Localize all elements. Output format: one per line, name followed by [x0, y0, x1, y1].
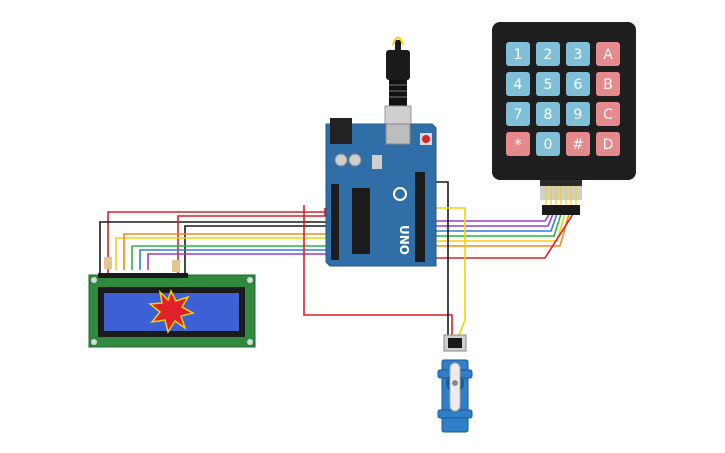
keypad-wires	[430, 212, 574, 259]
servo-wire-yellow	[428, 207, 466, 339]
keypad-key-label: B	[603, 77, 613, 93]
keypad-key-label: 7	[514, 107, 523, 123]
keypad-key[interactable]	[596, 132, 620, 156]
lcd-module[interactable]	[88, 257, 256, 348]
keypad-key[interactable]	[506, 102, 530, 126]
lcd-wire-green	[131, 245, 330, 270]
keypad-wire-red	[430, 213, 574, 259]
keypad-key-label: D	[603, 137, 614, 153]
keypad-key[interactable]	[596, 72, 620, 96]
keypad-key[interactable]	[506, 42, 530, 66]
keypad-key[interactable]	[566, 102, 590, 126]
keypad-key[interactable]	[566, 42, 590, 66]
keypad-key[interactable]	[536, 132, 560, 156]
keypad-key[interactable]	[536, 72, 560, 96]
lcd-wire-blue	[139, 249, 330, 270]
keypad-wire-blue	[430, 213, 558, 232]
arduino-board[interactable]: UNO	[325, 118, 437, 267]
keypad-key[interactable]	[566, 132, 590, 156]
keypad-key[interactable]	[596, 42, 620, 66]
lcd-wire-yellow	[115, 237, 330, 270]
lcd-wire-black-2	[184, 225, 330, 276]
servo-wire-red	[303, 205, 453, 338]
keypad-key-label: 4	[514, 77, 523, 93]
keypad-keys: 1 2 3 A 4 5 6 B 7 8 9 C * 0 # D	[506, 42, 620, 156]
arduino-logo-text: UNO	[397, 225, 411, 255]
keypad-key-label: 8	[544, 107, 553, 123]
keypad-key[interactable]	[506, 132, 530, 156]
keypad-wire-green	[430, 213, 562, 237]
servo-motor[interactable]	[437, 334, 473, 433]
keypad-wire-yellow	[430, 213, 566, 242]
lcd-wire-purple	[147, 253, 330, 270]
keypad-key[interactable]	[596, 102, 620, 126]
keypad-key-label: 3	[574, 47, 583, 63]
keypad-key-label: *	[515, 137, 522, 153]
keypad-connector	[540, 186, 582, 215]
keypad-wire-purple	[430, 212, 551, 222]
keypad-key[interactable]	[536, 42, 560, 66]
arduino-infinity-icon	[393, 187, 407, 201]
keypad-key-label: #	[572, 137, 584, 153]
keypad-key[interactable]	[566, 72, 590, 96]
lcd-burst-icon	[148, 289, 196, 334]
keypad-key-label: 2	[544, 47, 553, 63]
lcd-wire-red-2	[177, 208, 326, 276]
keypad-wire-purple-2	[430, 213, 554, 227]
usb-cable	[384, 36, 412, 129]
keypad-key[interactable]	[536, 102, 560, 126]
keypad-key-label: 5	[544, 77, 553, 93]
keypad-key-label: 9	[574, 107, 583, 123]
keypad-key-label: 1	[514, 47, 523, 63]
keypad-key-label: 0	[544, 137, 553, 153]
lcd-wire-orange	[123, 233, 330, 270]
lcd-wires	[99, 205, 331, 276]
keypad-key-label: A	[603, 47, 613, 63]
keypad-key[interactable]	[506, 72, 530, 96]
keypad[interactable]: 1 2 3 A 4 5 6 B 7 8 9 C * 0 # D	[492, 22, 636, 215]
lcd-wire-black-1	[99, 221, 330, 276]
keypad-key-label: 6	[574, 77, 583, 93]
keypad-key-label: C	[603, 107, 613, 123]
